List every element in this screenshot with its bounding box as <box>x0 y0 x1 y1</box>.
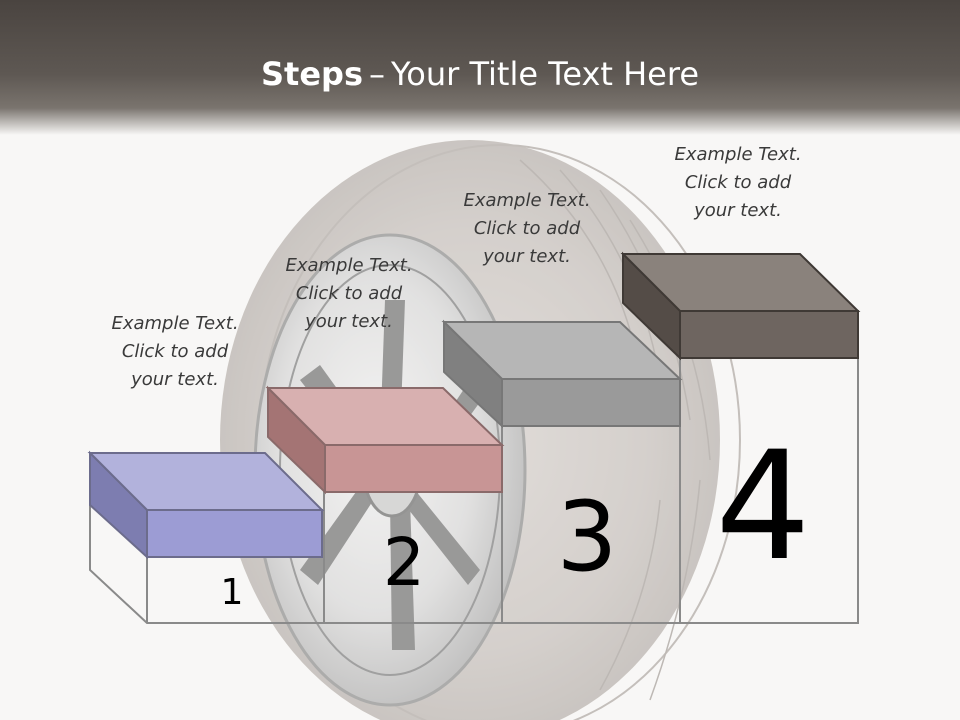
step-2-caption-line-2: Click to add <box>295 283 403 304</box>
step-1-number: 1 <box>221 572 244 613</box>
step-2-number: 2 <box>383 524 425 601</box>
slide-title[interactable]: Steps–Your Title Text Here <box>0 55 960 93</box>
step-4-caption-line-2: Click to add <box>684 172 792 193</box>
title-bold: Steps <box>260 55 363 93</box>
title-rest: Your Title Text Here <box>390 55 699 93</box>
title-dash: – <box>368 55 385 93</box>
step-3-caption-line-2: Click to add <box>473 218 581 239</box>
step-4-block[interactable] <box>620 251 861 361</box>
step-3-caption-line-3: your text. <box>483 246 571 267</box>
step-3-number: 3 <box>556 481 617 593</box>
step-1-caption-line-3: your text. <box>131 369 219 390</box>
step-4-caption-line-3: your text. <box>694 200 782 221</box>
step-1-caption-line-1: Example Text. <box>111 313 239 334</box>
step-3-caption[interactable]: Example Text. Click to add your text. <box>437 187 617 271</box>
step-4-caption[interactable]: Example Text. Click to add your text. <box>648 141 828 225</box>
step-3-block[interactable] <box>441 319 683 429</box>
step-2-block[interactable] <box>265 385 505 495</box>
step-3-caption-line-1: Example Text. <box>463 190 591 211</box>
step-1-caption-line-2: Click to add <box>121 341 229 362</box>
step-2-caption[interactable]: Example Text. Click to add your text. <box>259 252 439 336</box>
step-1-caption[interactable]: Example Text. Click to add your text. <box>85 310 265 394</box>
step-2-caption-line-1: Example Text. <box>285 255 413 276</box>
step-2-caption-line-3: your text. <box>305 311 393 332</box>
step-4-caption-line-1: Example Text. <box>674 144 802 165</box>
step-1-block[interactable] <box>87 450 325 560</box>
step-4-number: 4 <box>715 420 810 594</box>
title-bar <box>0 0 960 135</box>
